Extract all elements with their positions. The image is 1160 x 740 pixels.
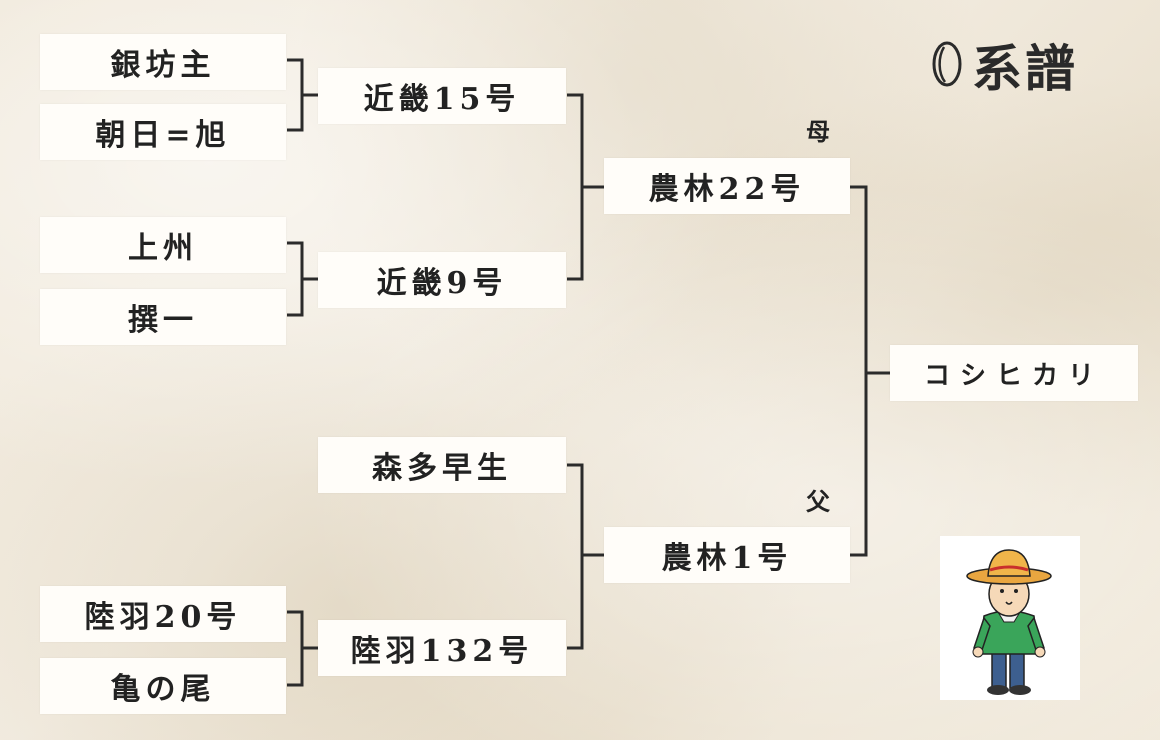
- connector-koshihikari: [850, 185, 890, 557]
- page-title: 系譜: [930, 30, 1078, 100]
- father-label: 父: [806, 487, 830, 516]
- node-ginbozu: 銀坊主: [40, 34, 286, 90]
- connector-kinki9: [287, 241, 318, 317]
- farmer-illustration: [940, 536, 1080, 700]
- node-norin1: 農林1号: [604, 527, 850, 583]
- connector-norin22: [567, 93, 604, 281]
- node-kinki9: 近畿9号: [318, 252, 566, 308]
- mother-label: 母: [806, 117, 830, 146]
- connector-rikuu132: [287, 610, 318, 687]
- title-text: 系譜: [972, 39, 1078, 98]
- node-rikuu20: 陸羽20号: [40, 586, 286, 642]
- node-senichi: 撰一: [40, 289, 286, 345]
- node-moriwase: 森多早生: [318, 437, 566, 493]
- node-norin22: 農林22号: [604, 158, 850, 214]
- node-asahi: 朝日=旭: [40, 104, 286, 160]
- connector-norin1: [567, 463, 604, 650]
- connector-kinki15: [287, 58, 318, 132]
- rice-grain-icon: [930, 37, 964, 93]
- node-rikuu132: 陸羽132号: [318, 620, 566, 676]
- node-koshihikari: コシヒカリ: [890, 345, 1138, 401]
- node-kinki15: 近畿15号: [318, 68, 566, 124]
- node-kamenoo: 亀の尾: [40, 658, 286, 714]
- node-joshu: 上州: [40, 217, 286, 273]
